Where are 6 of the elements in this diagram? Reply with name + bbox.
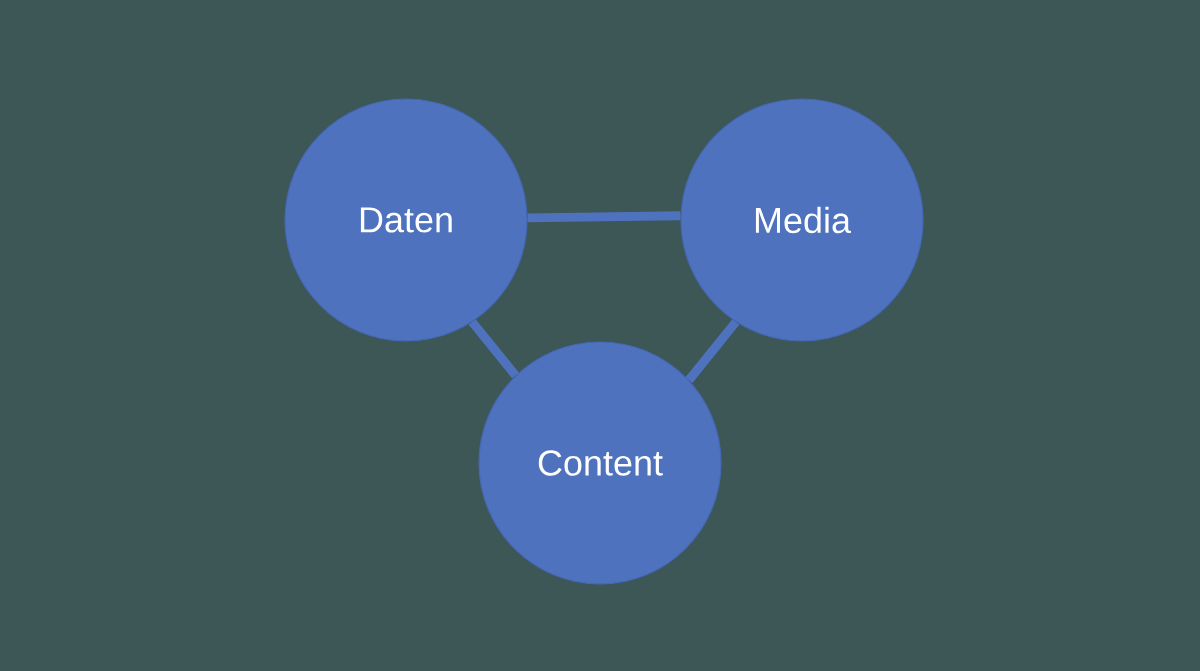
circle-node: Daten [284,98,528,342]
connector-line [527,211,681,223]
connector-line [685,319,740,383]
circle-node: Media [680,98,924,342]
connector-line [468,319,520,379]
circle-node: Content [478,341,722,585]
